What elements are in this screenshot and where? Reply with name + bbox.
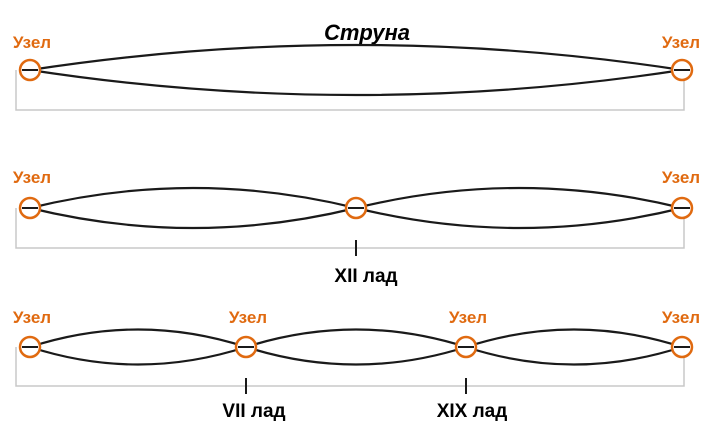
node-right-icon (670, 196, 694, 220)
string-rail (15, 208, 685, 249)
row-fundamental: Струна Узел Узел (13, 20, 700, 111)
node-label: Узел (662, 168, 700, 187)
node-label: Узел (13, 33, 51, 52)
node-vii-icon (234, 335, 258, 359)
string-loop (462, 328, 686, 366)
string-loop (29, 186, 357, 230)
node-right-icon (670, 58, 694, 82)
node-middle-icon (344, 196, 368, 220)
node-label: Узел (662, 308, 700, 327)
row-harmonic-vii-xix: Узел Узел Узел Узел VII лад XIX лад (13, 308, 700, 422)
row-harmonic-xii: Узел Узел XII лад (13, 168, 700, 287)
node-label: Узел (229, 308, 267, 327)
string-loop (355, 186, 683, 230)
fret-label: XIX лад (437, 401, 508, 422)
node-right-icon (670, 335, 694, 359)
node-left-icon (18, 58, 42, 82)
string-rail (15, 70, 685, 111)
node-label: Узел (13, 308, 51, 327)
string-loop (242, 328, 470, 366)
string-title: Струна (324, 20, 410, 45)
node-xix-icon (454, 335, 478, 359)
fret-label: XII лад (334, 266, 397, 287)
string-loop (26, 328, 250, 366)
node-left-icon (18, 335, 42, 359)
string-loop (29, 43, 683, 97)
string-rail (15, 347, 685, 387)
fret-label: VII лад (222, 401, 285, 422)
node-left-icon (18, 196, 42, 220)
node-label: Узел (13, 168, 51, 187)
node-label: Узел (449, 308, 487, 327)
node-label: Узел (662, 33, 700, 52)
